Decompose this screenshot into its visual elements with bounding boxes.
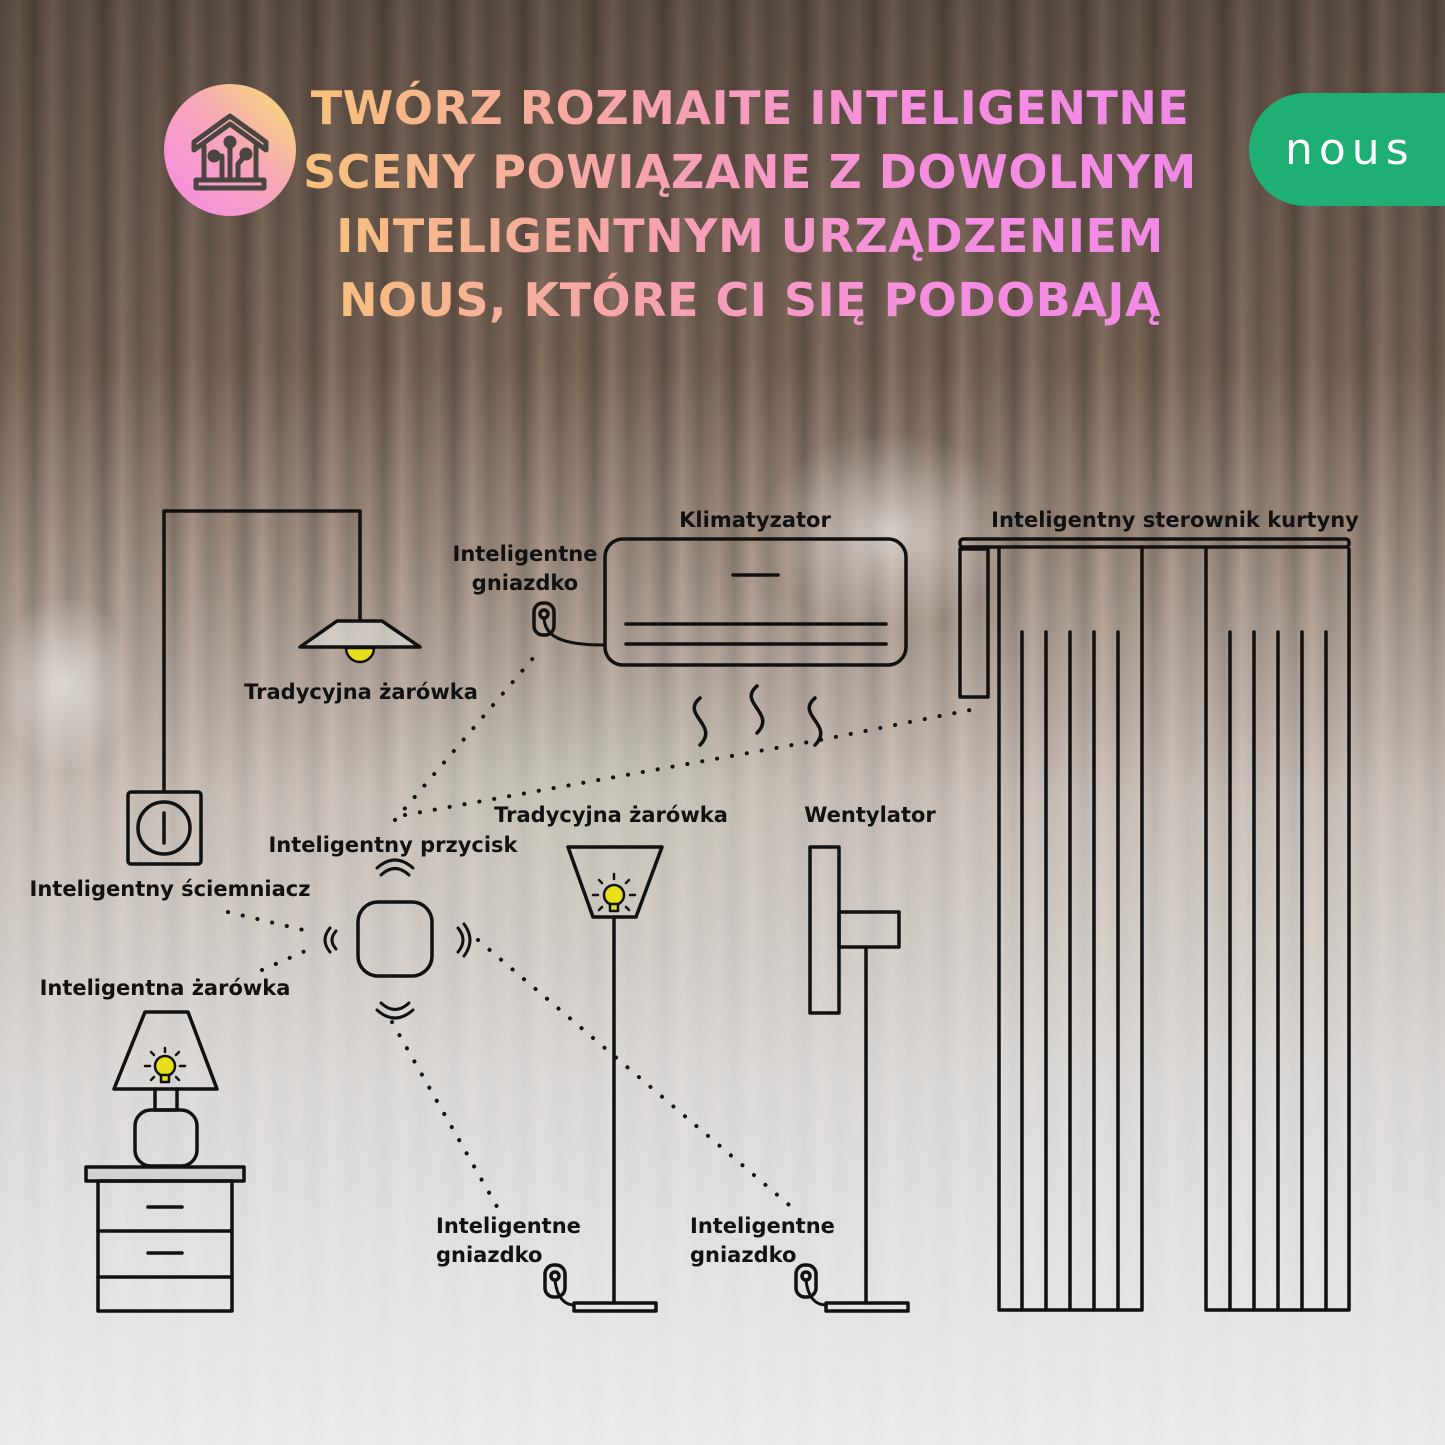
fan-plug-label-line2: gniazdko <box>690 1243 796 1267</box>
fan-label: Wentylator <box>804 803 936 827</box>
smart-bulb-label: Inteligentna żarówka <box>40 976 291 1000</box>
floor-lamp-label: Tradycyjna żarówka <box>494 803 728 827</box>
floor-lamp <box>566 845 664 1313</box>
floor-lamp-plug-label-line2: gniazdko <box>436 1243 542 1267</box>
ac-plug-label-line2: gniazdko <box>472 571 578 595</box>
nous-logo: nous <box>1285 124 1415 175</box>
smart-button-label: Inteligentny przycisk <box>268 833 518 857</box>
air-conditioner-label: Klimatyzator <box>679 508 831 532</box>
fan-smart-plug <box>794 1263 828 1307</box>
curtain-controller-label: Inteligentny sterownik kurtyny <box>991 508 1359 532</box>
ceiling-lamp-bulb-icon <box>344 646 376 664</box>
nous-logo-badge: nous <box>1249 93 1445 206</box>
curtain <box>958 537 1351 1312</box>
ceiling-lamp <box>162 509 422 794</box>
floor-lamp-plug-label-line1: Inteligentne <box>436 1214 581 1238</box>
fan <box>808 845 910 1313</box>
smart-bulb-icon <box>143 1046 187 1084</box>
floor-lamp-bulb-icon <box>591 872 637 913</box>
table-lamp <box>112 1010 219 1168</box>
wireless-signal-icon <box>323 858 472 1020</box>
fan-plug-label-line1: Inteligentne <box>690 1214 835 1238</box>
ceiling-lamp-label: Tradycyjna żarówka <box>244 680 478 704</box>
smart-button <box>323 858 472 1020</box>
smart-home-badge <box>164 84 296 216</box>
smart-home-icon <box>191 113 269 191</box>
floor-lamp-smart-plug <box>543 1263 576 1307</box>
ac-plug-label-line1: Inteligentne <box>453 542 598 566</box>
dimmer-switch <box>126 790 203 866</box>
air-conditioner <box>603 537 908 747</box>
nightstand <box>84 1165 246 1313</box>
ac-smart-plug <box>532 601 606 647</box>
dimmer-label: Inteligentny ściemniacz <box>30 877 311 901</box>
